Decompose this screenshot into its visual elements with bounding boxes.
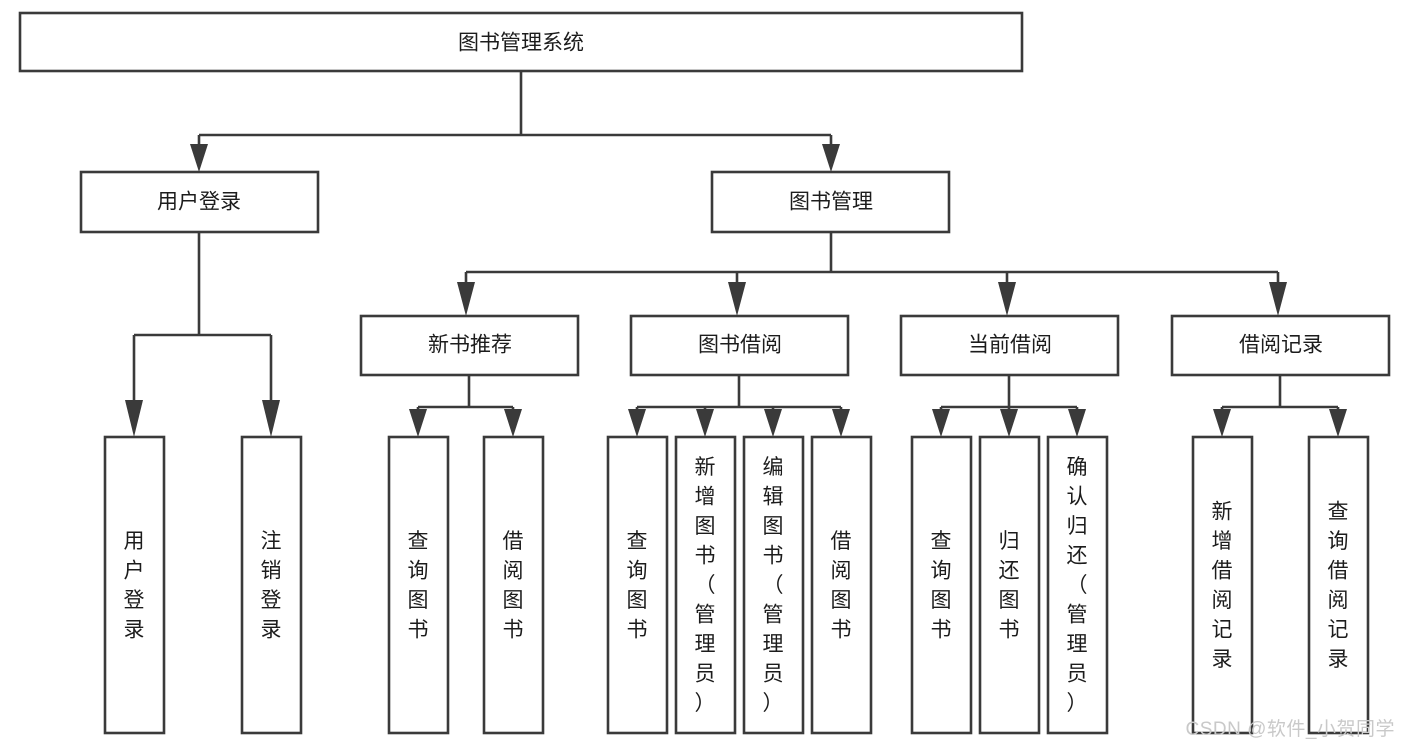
node-root-box[interactable] bbox=[18, 11, 1024, 73]
node-current-borrow[interactable]: 当前借阅 bbox=[899, 314, 1120, 377]
node-root-label: 图书管理系统 bbox=[458, 32, 584, 55]
node-leaf-confirm-return-label: 确认归还（管理员） bbox=[1067, 456, 1088, 715]
arrow-head-leaf-query-book-3 bbox=[932, 409, 950, 437]
node-leaf-add-record-box[interactable] bbox=[1191, 435, 1254, 735]
arrow-head-leaf-query-book-2 bbox=[628, 409, 646, 437]
node-leaf-user-login[interactable]: 用户登录 bbox=[103, 435, 166, 735]
arrow-head-leaf-confirm-return bbox=[1068, 409, 1086, 437]
node-leaf-query-book-1[interactable]: 查询图书 bbox=[387, 435, 450, 735]
node-book-manage-label: 图书管理 bbox=[789, 191, 873, 214]
node-leaf-borrow-book-1-label: 借阅图书 bbox=[503, 529, 524, 641]
node-leaf-confirm-return-box[interactable] bbox=[1046, 435, 1109, 735]
node-root[interactable]: 图书管理系统 bbox=[18, 11, 1024, 73]
node-leaf-query-book-3-label: 查询图书 bbox=[931, 529, 952, 641]
arrow-head-leaf-query-record bbox=[1329, 409, 1347, 437]
arrow-head-leaf-user-login bbox=[125, 400, 143, 437]
node-leaf-query-book-3[interactable]: 查询图书 bbox=[910, 435, 973, 735]
node-leaf-edit-book-box[interactable] bbox=[742, 435, 805, 735]
node-current-borrow-label: 当前借阅 bbox=[968, 334, 1052, 357]
node-leaf-borrow-book-2-box[interactable] bbox=[810, 435, 873, 735]
connector-layer bbox=[125, 71, 1347, 437]
node-leaf-return-book-box[interactable] bbox=[978, 435, 1041, 735]
node-leaf-query-book-3-box[interactable] bbox=[910, 435, 973, 735]
node-leaf-edit-book[interactable]: 编辑图书（管理员） bbox=[742, 435, 805, 735]
node-user-login-label: 用户登录 bbox=[157, 191, 241, 214]
node-leaf-query-record-box[interactable] bbox=[1307, 435, 1370, 735]
node-leaf-query-book-2[interactable]: 查询图书 bbox=[606, 435, 669, 735]
node-new-book-recommend-box[interactable] bbox=[359, 314, 580, 377]
node-leaf-query-record-label: 查询借阅记录 bbox=[1328, 500, 1349, 671]
node-leaf-query-book-1-label: 查询图书 bbox=[408, 529, 429, 641]
node-current-borrow-box[interactable] bbox=[899, 314, 1120, 377]
arrow-head-leaf-user-logout bbox=[262, 400, 280, 437]
node-leaf-query-record[interactable]: 查询借阅记录 bbox=[1307, 435, 1370, 735]
arrow-head-new-book-recommend bbox=[457, 282, 475, 316]
node-leaf-borrow-book-1[interactable]: 借阅图书 bbox=[482, 435, 545, 735]
node-leaf-add-book[interactable]: 新增图书（管理员） bbox=[674, 435, 737, 735]
node-book-borrow-box[interactable] bbox=[629, 314, 850, 377]
arrow-head-leaf-borrow-book-2 bbox=[832, 409, 850, 437]
node-leaf-user-logout-box[interactable] bbox=[240, 435, 303, 735]
node-leaf-return-book-label: 归还图书 bbox=[999, 529, 1020, 641]
node-user-login[interactable]: 用户登录 bbox=[79, 170, 320, 234]
node-borrow-record[interactable]: 借阅记录 bbox=[1170, 314, 1391, 377]
node-leaf-query-book-1-box[interactable] bbox=[387, 435, 450, 735]
node-leaf-query-book-2-box[interactable] bbox=[606, 435, 669, 735]
arrow-head-leaf-edit-book bbox=[764, 409, 782, 437]
node-leaf-confirm-return[interactable]: 确认归还（管理员） bbox=[1046, 435, 1109, 735]
leaf-layer: 用户登录 注销登录 查询图书 借阅图书 查询图书 新增图书（管理员） bbox=[103, 435, 1370, 735]
node-leaf-user-logout[interactable]: 注销登录 bbox=[240, 435, 303, 735]
node-user-login-box[interactable] bbox=[79, 170, 320, 234]
arrow-head-borrow-record bbox=[1269, 282, 1287, 316]
node-new-book-recommend-label: 新书推荐 bbox=[428, 334, 512, 357]
node-leaf-add-record-label: 新增借阅记录 bbox=[1212, 500, 1233, 671]
node-leaf-user-login-box[interactable] bbox=[103, 435, 166, 735]
node-leaf-add-book-box[interactable] bbox=[674, 435, 737, 735]
node-borrow-record-box[interactable] bbox=[1170, 314, 1391, 377]
node-book-borrow-label: 图书借阅 bbox=[698, 334, 782, 357]
node-leaf-user-logout-label: 注销登录 bbox=[261, 529, 282, 641]
node-leaf-add-record[interactable]: 新增借阅记录 bbox=[1191, 435, 1254, 735]
node-book-borrow[interactable]: 图书借阅 bbox=[629, 314, 850, 377]
arrow-head-user-login bbox=[190, 144, 208, 172]
node-leaf-query-book-2-label: 查询图书 bbox=[627, 529, 648, 641]
node-borrow-record-label: 借阅记录 bbox=[1239, 334, 1323, 357]
arrow-head-book-borrow bbox=[728, 282, 746, 316]
node-leaf-return-book[interactable]: 归还图书 bbox=[978, 435, 1041, 735]
arrow-head-leaf-add-book bbox=[696, 409, 714, 437]
arrow-head-leaf-return-book bbox=[1000, 409, 1018, 437]
arrow-head-book-manage bbox=[822, 144, 840, 172]
node-book-manage[interactable]: 图书管理 bbox=[710, 170, 951, 234]
arrow-head-leaf-borrow-book-1 bbox=[504, 409, 522, 437]
node-leaf-user-login-label: 用户登录 bbox=[124, 529, 145, 641]
node-leaf-add-book-label: 新增图书（管理员） bbox=[695, 456, 716, 715]
node-leaf-borrow-book-2-label: 借阅图书 bbox=[831, 529, 852, 641]
node-leaf-borrow-book-1-box[interactable] bbox=[482, 435, 545, 735]
arrow-head-leaf-add-record bbox=[1213, 409, 1231, 437]
arrow-head-current-borrow bbox=[998, 282, 1016, 316]
node-leaf-edit-book-label: 编辑图书（管理员） bbox=[763, 456, 784, 715]
arrow-head-leaf-query-book-1 bbox=[409, 409, 427, 437]
node-leaf-borrow-book-2[interactable]: 借阅图书 bbox=[810, 435, 873, 735]
node-book-manage-box[interactable] bbox=[710, 170, 951, 234]
node-new-book-recommend[interactable]: 新书推荐 bbox=[359, 314, 580, 377]
